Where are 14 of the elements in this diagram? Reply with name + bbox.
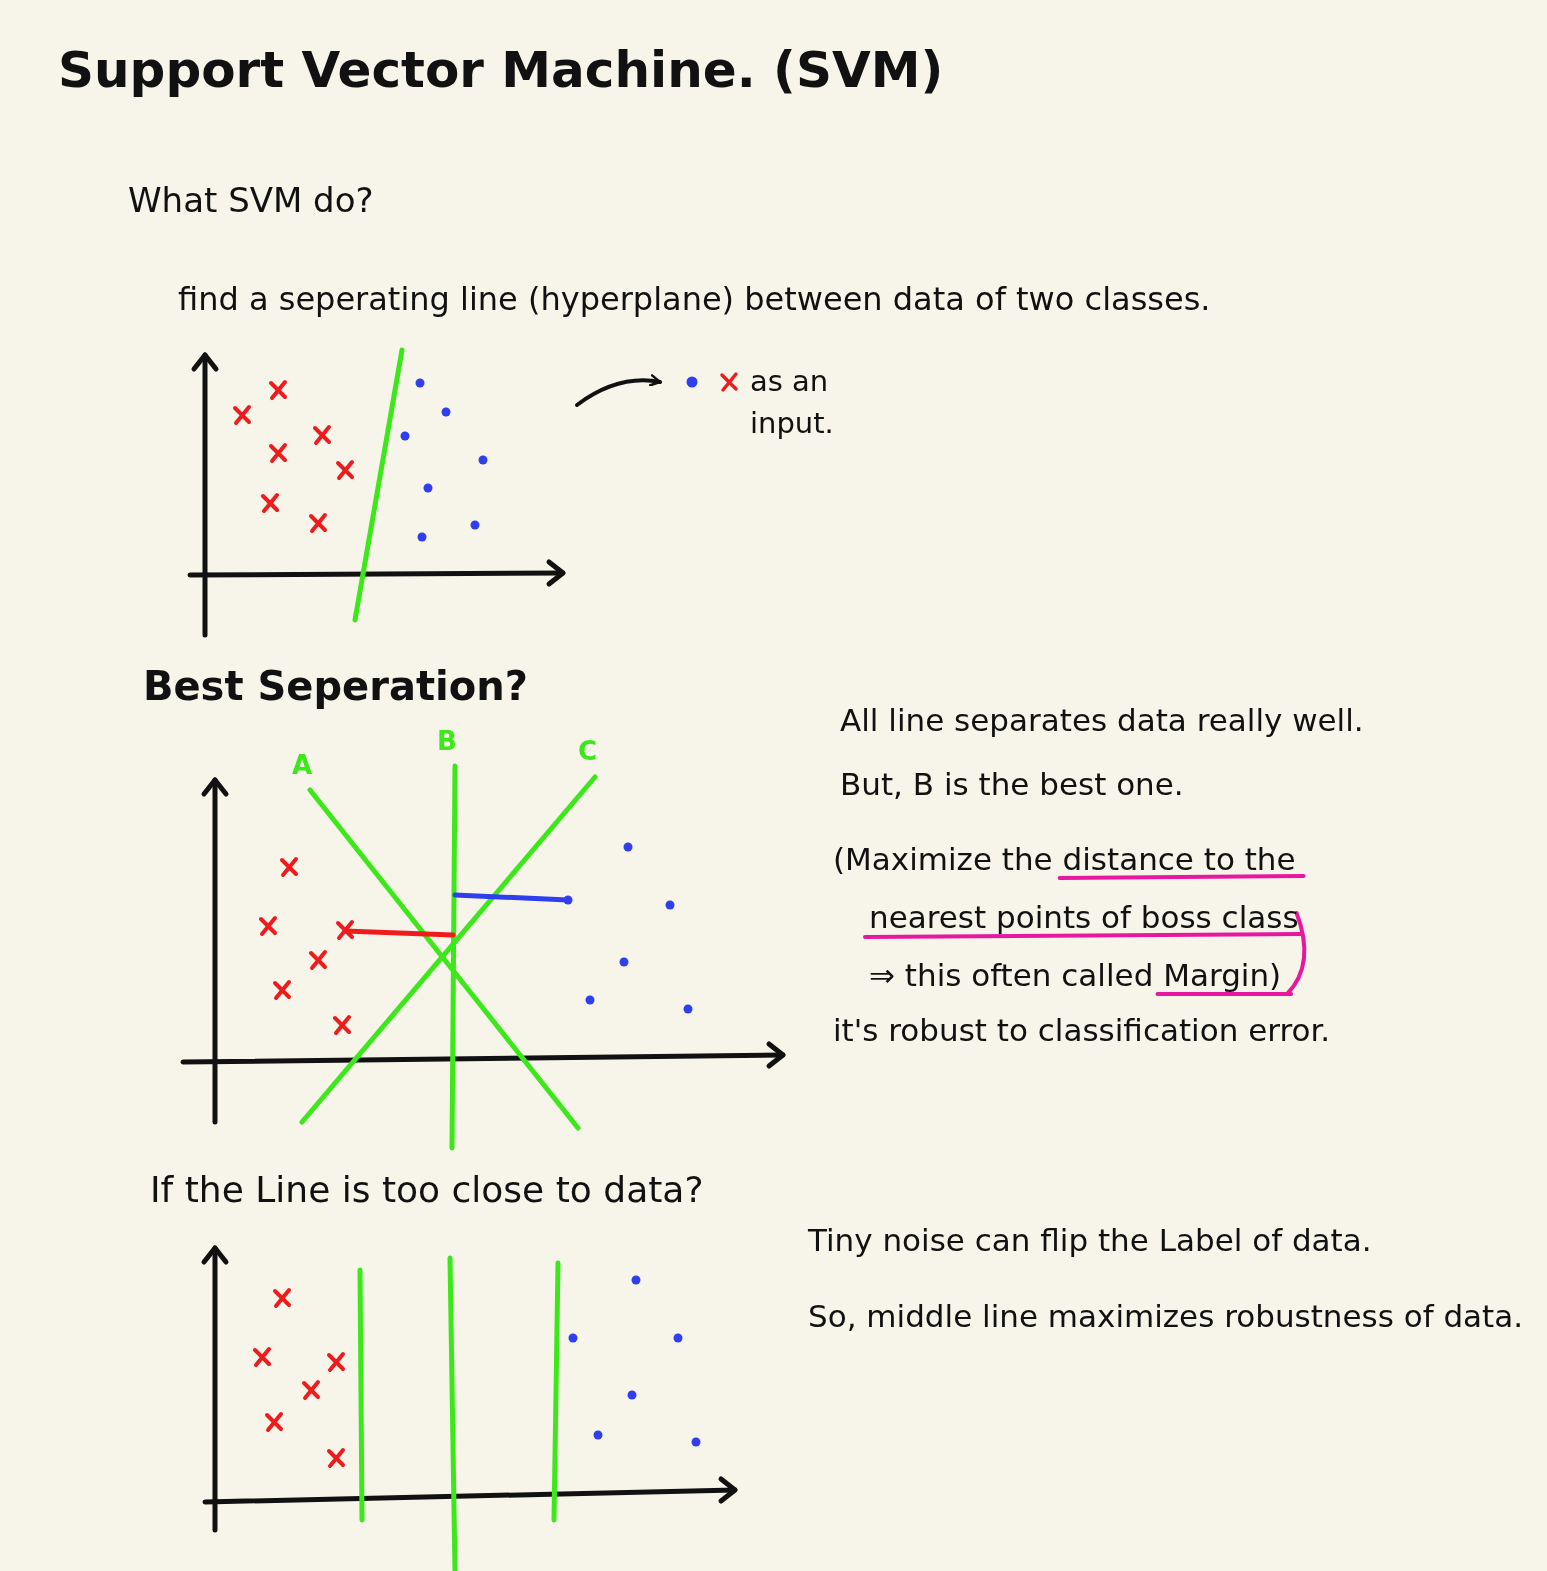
note-text: find a seperating line (hyperplane) between data of two classes. (178, 280, 1211, 319)
line-label: B (437, 726, 457, 758)
page-title: Support Vector Machine. (SVM) (58, 40, 944, 100)
note-text: it's robust to classification error. (833, 1012, 1331, 1050)
note-text: All line separates data really well. (840, 702, 1364, 740)
note-text: Tiny noise can flip the Label of data. (808, 1222, 1372, 1260)
note-text: as an input. (750, 363, 835, 443)
question-heading: If the Line is too close to data? (150, 1168, 704, 1212)
section-heading: Best Seperation? (143, 662, 528, 710)
arrow (575, 374, 662, 407)
line-label: C (578, 736, 598, 768)
note-text: So, middle line maximizes robustness of data. (808, 1297, 1525, 1336)
question-heading: What SVM do? (128, 180, 374, 221)
note-text: But, B is the best one. (840, 766, 1184, 804)
